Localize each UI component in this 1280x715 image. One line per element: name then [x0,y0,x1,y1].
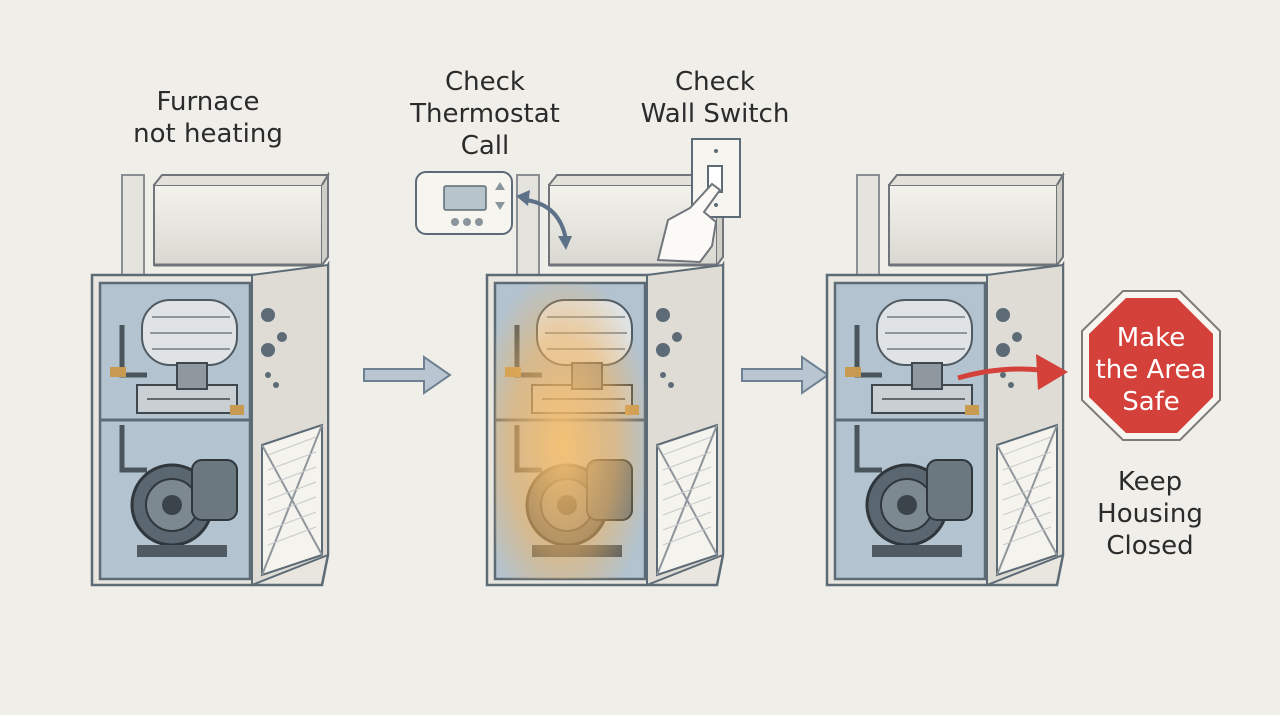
arrow-right-icon [363,356,451,394]
stop-sign-icon [1081,290,1221,441]
red-arrow-icon [957,354,1068,390]
stop-sign-text: Make the Area Safe [1095,323,1207,417]
hand-pointer-icon [656,182,722,264]
curved-double-arrow-icon [525,198,568,241]
step-check-thermostat-label: Check Thermostat Call [410,67,560,161]
thermostat-icon [415,171,513,235]
furnace-icon [487,175,723,585]
arrow-right-icon [741,356,829,394]
furnace-icon [827,175,1063,585]
furnace-icon [92,175,328,585]
step-check-wall-switch-label: Check Wall Switch [640,67,790,129]
step-keep-housing-closed-label: Keep Housing Closed [1097,467,1203,561]
step-furnace-not-heating-label: Furnace not heating [133,87,283,149]
